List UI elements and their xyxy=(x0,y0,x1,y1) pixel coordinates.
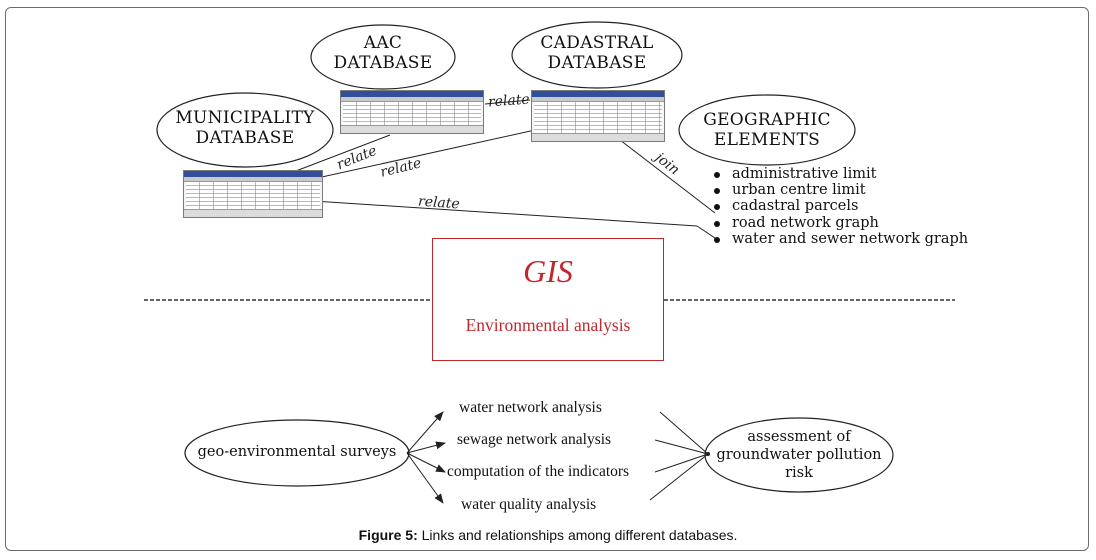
link-water-quality-assessment xyxy=(649,453,709,501)
municipality-database-label: MUNICIPALITY DATABASE xyxy=(157,108,333,149)
list-item: cadastral parcels xyxy=(712,198,968,214)
geographic-label-line-1: GEOGRAPHIC xyxy=(703,110,831,130)
aac-database-label: AAC DATABASE xyxy=(313,33,453,74)
cadastral-label-line-2: DATABASE xyxy=(547,53,647,74)
assessment-label: assessment of groundwater pollution risk xyxy=(705,428,893,482)
assessment-label-line-2: groundwater pollution xyxy=(716,447,882,463)
cadastral-database-label: CADASTRAL DATABASE xyxy=(512,33,682,74)
analysis-indicators: computation of the indicators xyxy=(447,463,630,480)
aac-label-line-2: DATABASE xyxy=(333,53,433,74)
list-item: administrative limit xyxy=(712,166,968,182)
analysis-sewage-network: sewage network analysis xyxy=(457,431,612,448)
list-item: water and sewer network graph xyxy=(712,231,968,247)
aac-table-thumbnail xyxy=(340,90,484,134)
assessment-label-line-1: assessment of xyxy=(747,429,851,445)
arrow-to-water-quality xyxy=(406,452,444,504)
gis-title: GIS xyxy=(523,253,573,289)
assessment-label-line-3: risk xyxy=(785,465,813,481)
aac-label-line-1: AAC xyxy=(363,33,403,53)
cadastral-table-thumbnail xyxy=(531,90,665,142)
municipality-table-thumbnail xyxy=(183,170,323,218)
gis-subtitle: Environmental analysis xyxy=(465,315,631,335)
surveys-label-text: geo-environmental surveys xyxy=(197,444,397,460)
link-aac-cadastral xyxy=(484,99,531,105)
link-cadastral-geo xyxy=(619,139,716,214)
figure-caption: Figure 5: Links and relationships among … xyxy=(0,527,1096,543)
link-indicators-assessment xyxy=(654,453,709,473)
aac-database-ellipse xyxy=(310,24,456,90)
municipality-label-line-1: MUNICIPALITY xyxy=(175,108,315,128)
geographic-label-line-2: ELEMENTS xyxy=(713,130,821,151)
cadastral-label-line-1: CADASTRAL xyxy=(540,33,654,53)
link-water-network-assessment xyxy=(659,411,709,455)
geographic-elements-ellipse xyxy=(678,94,856,166)
arrow-to-sewage-network xyxy=(406,441,446,454)
list-item: urban centre limit xyxy=(712,182,968,198)
link-municipality-cadastral xyxy=(289,129,536,185)
analysis-water-quality: water quality analysis xyxy=(461,496,597,513)
figure-frame xyxy=(5,7,1089,551)
surveys-label: geo-environmental surveys xyxy=(185,444,409,461)
cadastral-database-ellipse xyxy=(511,21,683,89)
relate-label-municipality-geo: relate xyxy=(417,193,461,213)
municipality-database-ellipse xyxy=(156,92,334,168)
geographic-elements-label: GEOGRAPHIC ELEMENTS xyxy=(679,110,855,151)
municipality-label-line-2: DATABASE xyxy=(195,128,295,149)
link-sewage-assessment xyxy=(654,439,709,455)
list-item: road network graph xyxy=(712,215,968,231)
link-municipality-aac xyxy=(287,134,391,175)
caption-text: Links and relationships among different … xyxy=(417,527,738,543)
surveys-ellipse xyxy=(184,419,410,487)
arrow-to-indicators xyxy=(406,452,446,473)
relate-label-aac-cadastral: relate xyxy=(487,91,531,111)
analysis-water-network: water network analysis xyxy=(459,399,602,416)
arrow-to-water-network xyxy=(406,411,444,454)
gis-box: GIS Environmental analysis xyxy=(432,238,664,361)
caption-label: Figure 5: xyxy=(358,527,418,543)
link-municipality-geo xyxy=(297,199,698,227)
geographic-elements-list: administrative limit urban centre limit … xyxy=(712,166,968,247)
convergence-dot xyxy=(706,452,710,456)
